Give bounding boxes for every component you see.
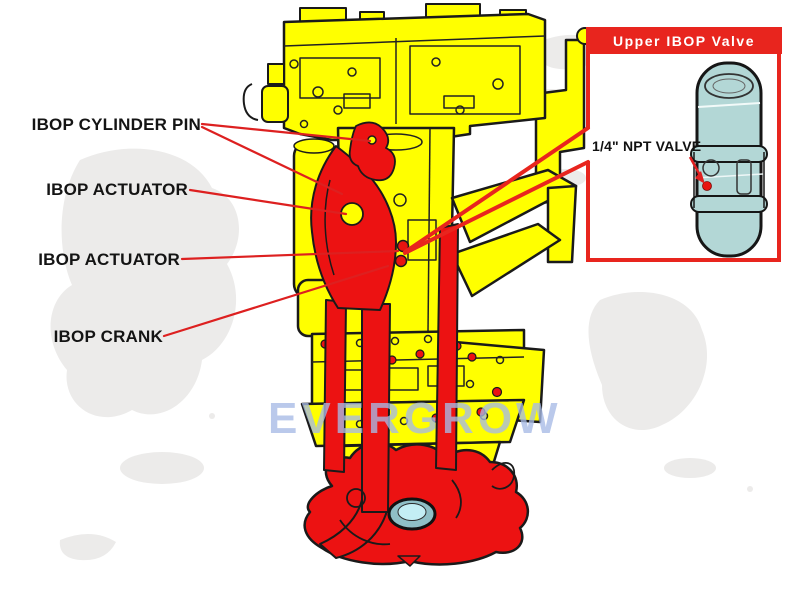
- callout-line-lower: [403, 160, 590, 255]
- inset-title: Upper IBOP Valve: [612, 33, 755, 49]
- machine-right-arm-strap: [546, 184, 578, 264]
- machine-left-cylinder-cap: [293, 138, 335, 154]
- ibop-link-right: [435, 223, 459, 471]
- map-shape: [664, 458, 716, 478]
- ibop-crank-spike: [397, 555, 421, 567]
- machine-left-cylinder-small: [267, 63, 285, 85]
- leader-crank: [162, 264, 390, 338]
- crank-bowl-opening: [397, 503, 427, 521]
- valve-top-rim-inner: [712, 78, 746, 94]
- machine-top-block-details: [283, 35, 546, 129]
- machine-illustration: [242, 3, 594, 567]
- leader-actuator-upper: [188, 188, 348, 216]
- ibop-link-left-outer: [323, 299, 347, 473]
- valve-port-plate: [736, 159, 752, 195]
- map-speck: [209, 413, 215, 419]
- label-ibop-actuator-upper: IBOP ACTUATOR: [46, 180, 188, 199]
- valve-collar-lower: [690, 195, 768, 213]
- leader-cylinder-pin-1: [200, 122, 372, 143]
- label-ibop-cylinder-pin: IBOP CYLINDER PIN: [31, 115, 201, 134]
- machine-top-block: [282, 12, 547, 142]
- label-npt-valve: 1/4" NPT VALVE: [592, 138, 702, 154]
- machine-right-arm-lower: [450, 222, 562, 298]
- upper-ibop-valve-drawing: [690, 61, 768, 258]
- machine-npt-valve-dot-upper: [396, 239, 410, 253]
- map-shape-right: [588, 291, 708, 431]
- valve-port-ring: [702, 159, 720, 177]
- map-shape-bottom-left: [59, 533, 116, 561]
- machine-npt-valve-dot-lower: [394, 254, 408, 268]
- label-ibop-crank: IBOP CRANK: [53, 327, 163, 346]
- map-shape: [120, 452, 204, 484]
- inset-panel: [403, 27, 782, 262]
- leader-actuator-lower: [180, 249, 400, 261]
- machine-left-bottle: [261, 85, 289, 123]
- callout-line-upper: [403, 126, 590, 254]
- ibop-cylinder-pin-part: [348, 121, 396, 182]
- machine-left-handle: [242, 83, 259, 121]
- map-speck: [747, 486, 753, 492]
- valve-highlight-line: [697, 102, 761, 108]
- npt-arrow-head: [695, 171, 705, 184]
- label-ibop-actuator-lower: IBOP ACTUATOR: [38, 250, 180, 269]
- ibop-actuator-edge: [324, 179, 335, 276]
- leader-cylinder-pin-2: [200, 125, 344, 196]
- valve-top-rim: [704, 73, 754, 99]
- leader-lines: [162, 122, 400, 338]
- crank-detail-lines: [339, 462, 516, 546]
- zoom-callout-lines: [403, 126, 590, 255]
- map-shape-left: [50, 148, 240, 418]
- watermark-text: EVERGROW: [268, 394, 562, 443]
- valve-collar-upper: [690, 145, 768, 163]
- inset-border: [586, 29, 781, 262]
